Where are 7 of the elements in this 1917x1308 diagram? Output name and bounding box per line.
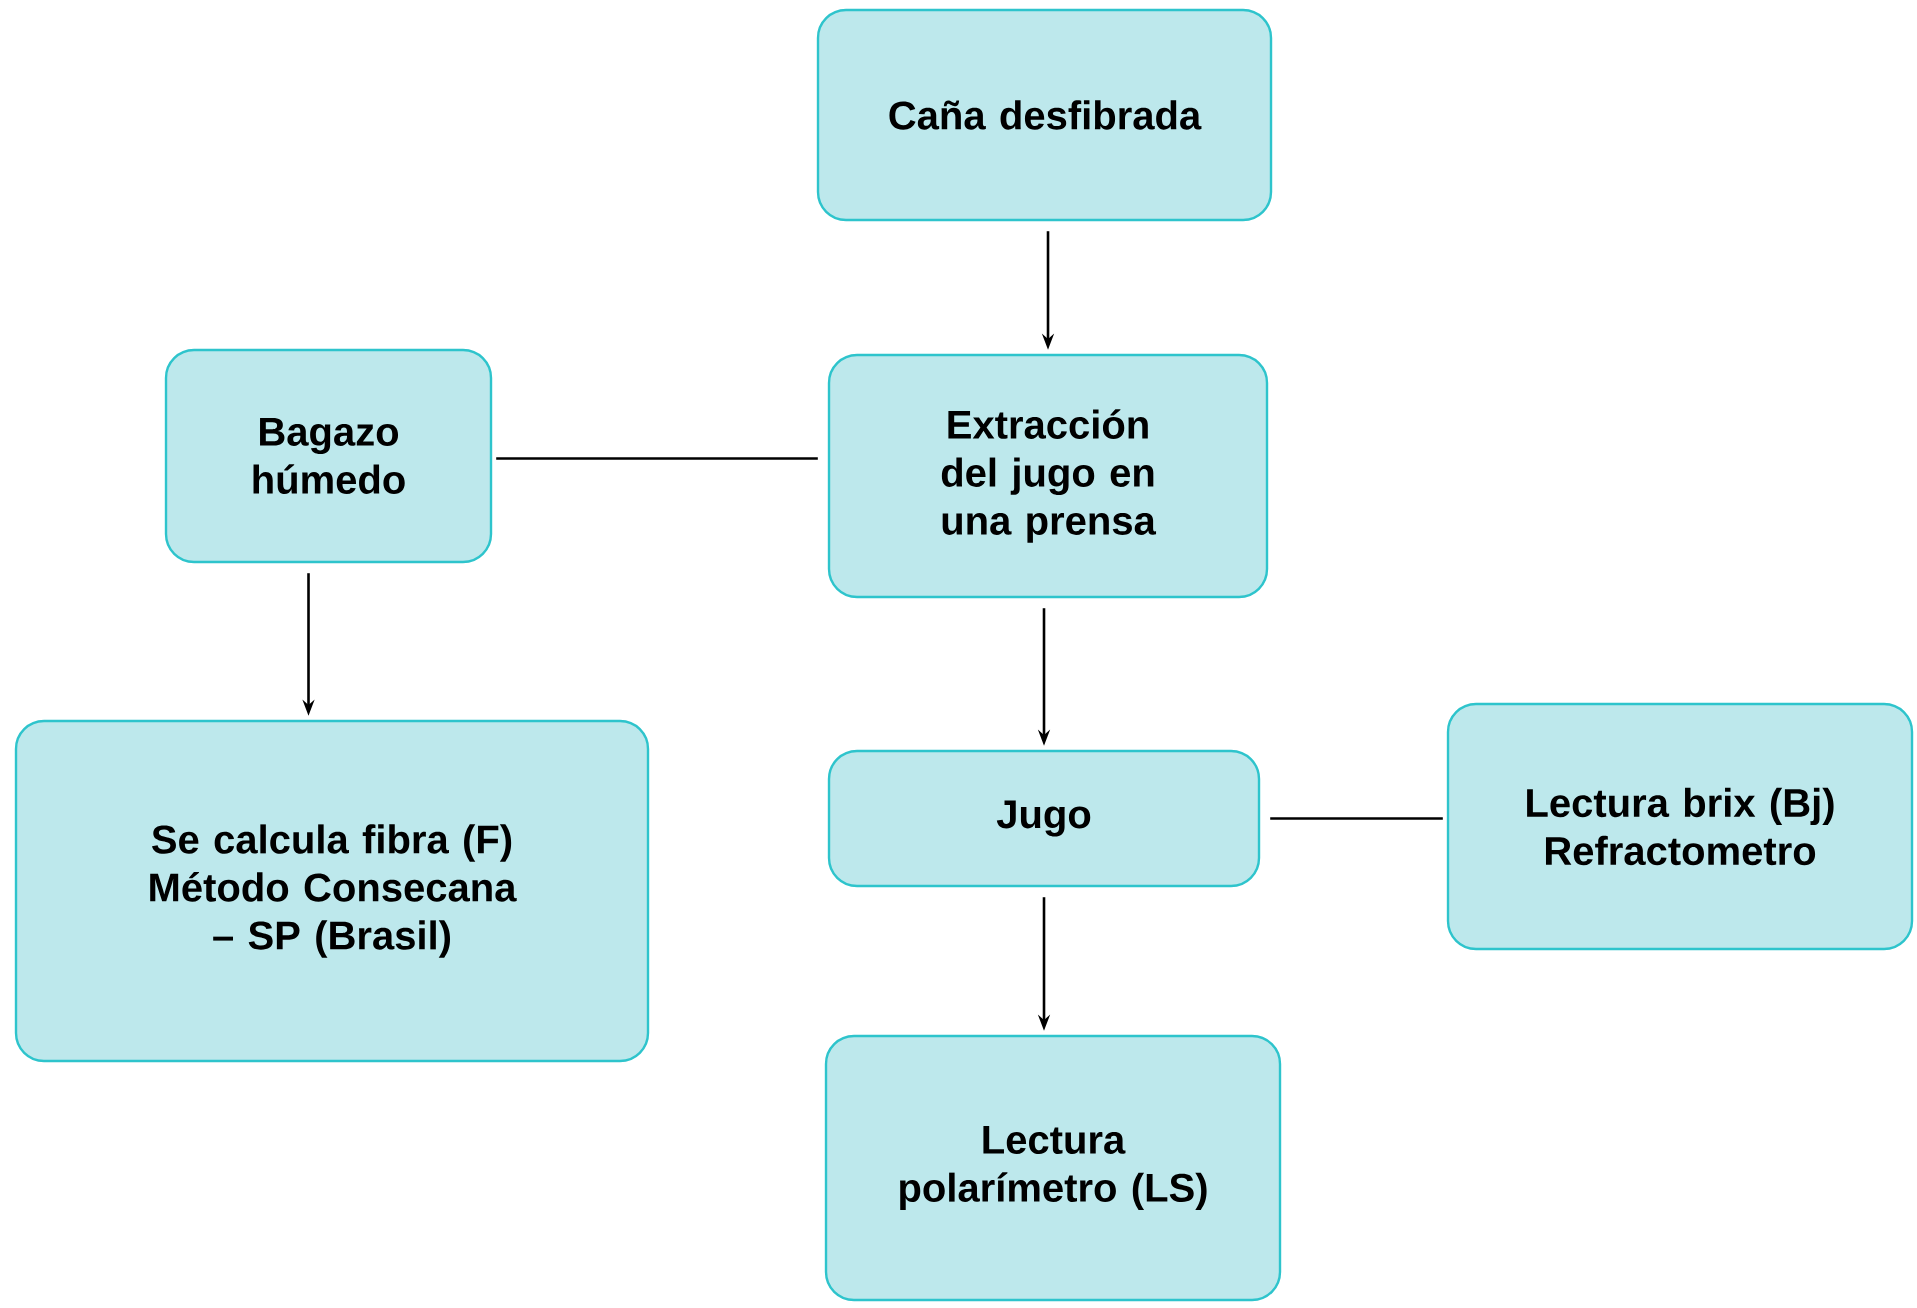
process-box: Se calcula fibra (F) Método Consecana – SP (Brasil) xyxy=(14,719,650,1063)
process-box: Lectura brix (Bj) Refractometro xyxy=(1446,702,1914,951)
process-box: Caña desfibrada xyxy=(816,8,1273,222)
process-box: Extracción del jugo en una prensa xyxy=(827,353,1269,599)
process-box: Lectura polarímetro (LS) xyxy=(824,1034,1282,1302)
process-box: Bagazo húmedo xyxy=(164,348,493,564)
process-box: Jugo xyxy=(827,749,1261,888)
